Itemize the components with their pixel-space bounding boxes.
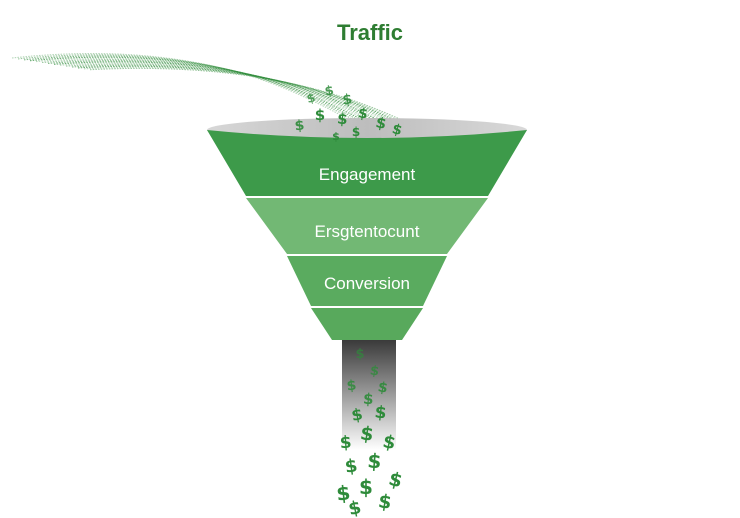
traffic-stream-line — [29, 56, 394, 146]
dollar-sign-icon: $ — [357, 105, 369, 122]
dollar-sign-icon: $ — [315, 106, 325, 124]
dollar-group-bottom: $$$$$$$$$$$$$$$$$ — [335, 347, 404, 518]
diagram-title: Traffic — [336, 20, 404, 45]
dollar-sign-icon: $ — [377, 379, 389, 396]
dollar-sign-icon: $ — [347, 497, 364, 518]
traffic-stream-line — [47, 60, 420, 151]
funnel-spout — [342, 340, 396, 450]
dollar-sign-icon: $ — [350, 404, 364, 425]
traffic-stream-line — [71, 64, 455, 159]
dollar-sign-icon: $ — [332, 130, 340, 143]
dollar-sign-icon: $ — [335, 480, 351, 505]
dollar-sign-icon: $ — [374, 402, 388, 423]
dollar-sign-icon: $ — [381, 431, 398, 454]
stage-label-engagement: Engagement — [319, 165, 416, 184]
dollar-sign-icon: $ — [336, 110, 348, 129]
traffic-stream-line — [41, 58, 411, 150]
dollar-sign-icon: $ — [359, 475, 373, 499]
dollar-sign-icon: $ — [346, 378, 357, 395]
stage-label-second: Ersgtentocunt — [315, 222, 420, 241]
dollar-sign-icon: $ — [324, 83, 336, 99]
dollar-sign-icon: $ — [352, 125, 360, 139]
funnel-stage-second — [246, 198, 488, 254]
dollar-sign-icon: $ — [367, 449, 383, 474]
stage-label-conversion: Conversion — [324, 274, 410, 293]
dollar-sign-icon: $ — [377, 490, 393, 514]
dollar-sign-icon: $ — [355, 347, 364, 362]
dollar-sign-icon: $ — [305, 90, 317, 106]
dollar-sign-icon: $ — [339, 433, 352, 454]
funnel-stage-bottom — [311, 308, 423, 340]
funnel-stage-conversion — [287, 256, 447, 306]
funnel-stage-engagement — [207, 130, 527, 196]
dollar-sign-icon: $ — [342, 91, 354, 108]
dollar-group-top: $$$$$$$$$$$ — [294, 83, 404, 143]
dollar-sign-icon: $ — [359, 422, 375, 446]
dollar-sign-icon: $ — [386, 468, 404, 493]
dollar-sign-icon: $ — [363, 390, 375, 409]
dollar-sign-icon: $ — [369, 363, 380, 379]
dollar-sign-icon: $ — [294, 118, 305, 135]
dollar-sign-icon: $ — [390, 121, 404, 139]
dollar-sign-icon: $ — [374, 113, 388, 133]
dollar-sign-icon: $ — [344, 455, 359, 478]
traffic-stream-line — [17, 54, 376, 144]
